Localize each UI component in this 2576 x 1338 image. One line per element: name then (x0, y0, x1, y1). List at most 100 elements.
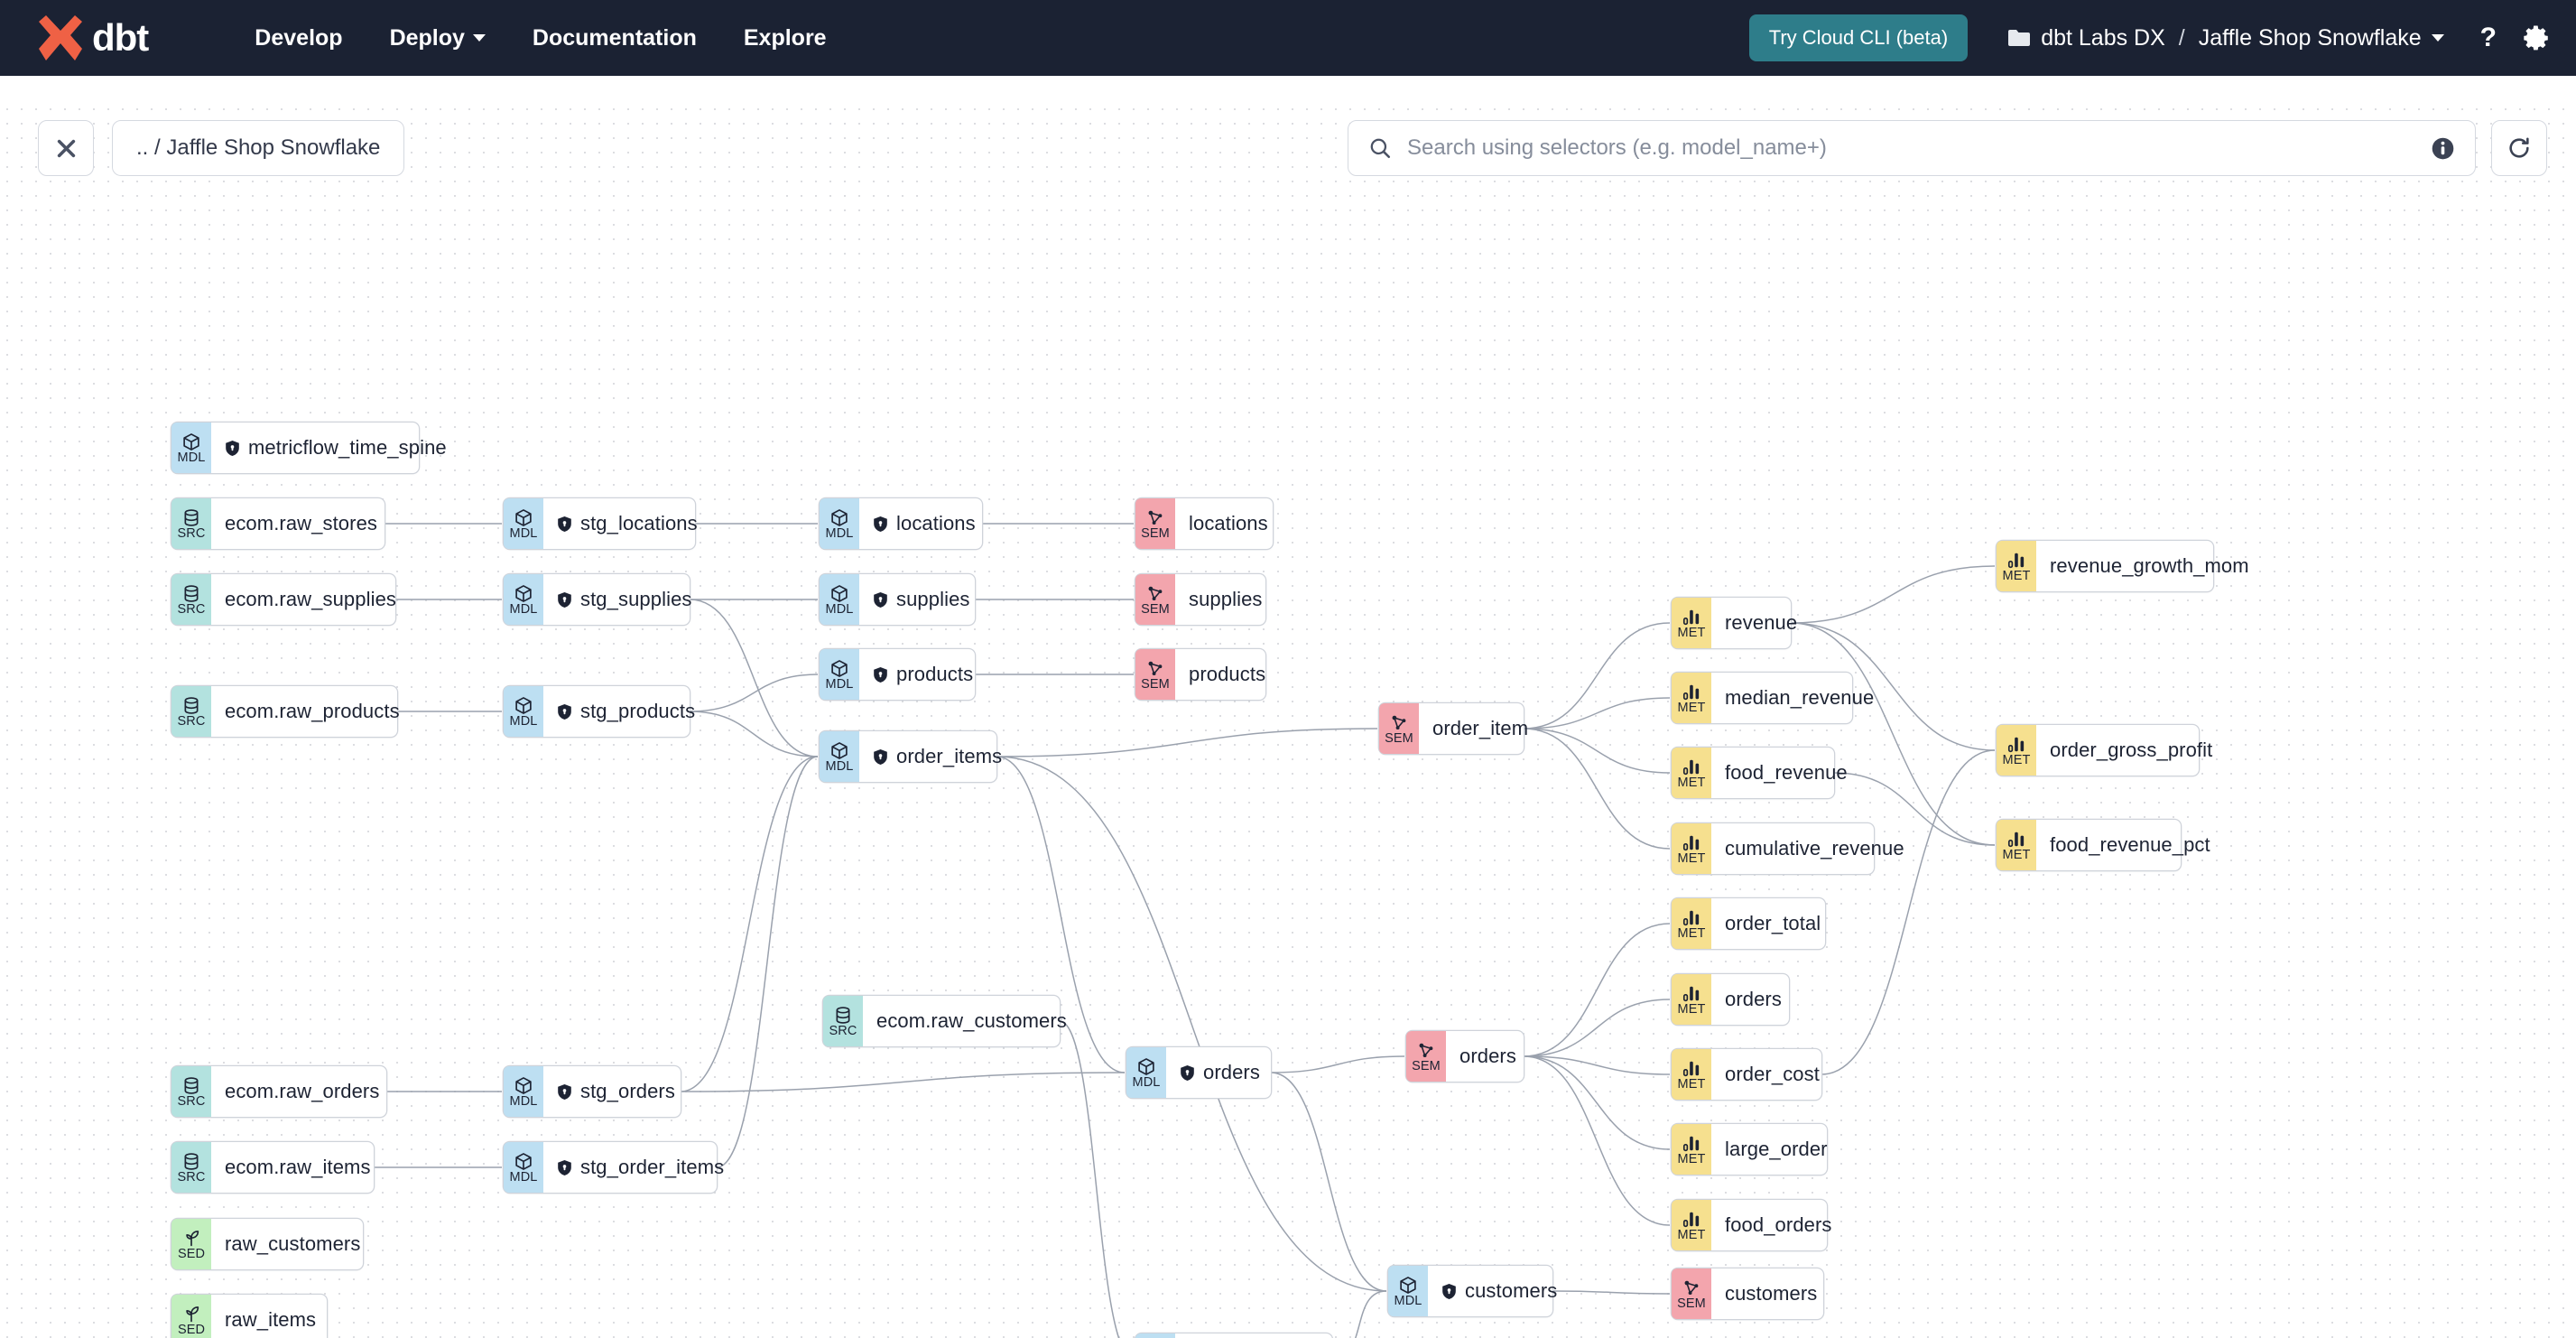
refresh-graph-button[interactable] (2491, 120, 2547, 176)
resource-type-badge-mdl: MDL (504, 574, 543, 625)
node-label: stg_order_items (580, 1156, 725, 1178)
node-body: locations (859, 498, 991, 549)
close-graph-button[interactable] (38, 120, 94, 176)
bar-chart-icon (2007, 832, 2025, 848)
node-body: order_item (1419, 703, 1543, 754)
node-label: orders (1203, 1061, 1260, 1083)
graph-nodes-icon (1684, 1280, 1699, 1296)
nav-documentation[interactable]: Documentation (509, 25, 720, 51)
selector-search-field[interactable]: Search using selectors (e.g. model_name+… (1348, 120, 2476, 176)
lineage-node-stg_order_items[interactable]: MDL stg_order_items (504, 1142, 724, 1193)
resource-type-code: MDL (825, 602, 854, 617)
search-input[interactable]: Search using selectors (e.g. model_name+… (1407, 135, 1827, 160)
lineage-node-supplies[interactable]: MDL supplies (820, 574, 975, 625)
info-circle-icon[interactable] (2431, 136, 2455, 161)
bar-chart-icon (2007, 553, 2025, 569)
lineage-node-stg_orders[interactable]: MDL stg_orders (504, 1066, 681, 1117)
nav-deploy[interactable]: Deploy (366, 25, 509, 51)
node-label: stg_locations (580, 512, 698, 534)
graph-nodes-icon (1148, 661, 1163, 676)
resource-type-code: SEM (1677, 1296, 1706, 1311)
resource-type-badge-mdl: MDL (820, 649, 859, 700)
resource-type-badge-src: SRC (171, 686, 211, 737)
lineage-edge (1523, 1055, 1671, 1226)
node-body: order_cost (1711, 1049, 1835, 1100)
node-label: order_cost (1725, 1063, 1820, 1085)
bar-chart-icon (1682, 1136, 1700, 1152)
node-body: products (1175, 649, 1281, 700)
resource-type-badge-sed: SED (171, 1219, 211, 1269)
node-body: revenue (1711, 598, 1812, 648)
try-cloud-cli-button[interactable]: Try Cloud CLI (beta) (1748, 14, 1969, 61)
resource-type-code: SED (177, 1323, 206, 1337)
lineage-node-orders_mdl[interactable]: MDL orders (1126, 1047, 1271, 1098)
lineage-node-stg_products[interactable]: MDL stg_products (504, 686, 695, 737)
node-body: ecom.raw_products (211, 686, 415, 737)
lineage-node-order_items[interactable]: MDL order_items (820, 731, 1002, 782)
resource-type-code: MET (1677, 626, 1706, 640)
resource-type-code: SEM (1141, 677, 1170, 692)
nav-develop[interactable]: Develop (231, 25, 366, 51)
dbt-logo[interactable]: dbt (34, 14, 149, 61)
help-question-icon[interactable]: ? (2479, 23, 2497, 52)
lineage-node-metricflow_time_spine[interactable]: MDL metricflow_time_spine (171, 423, 447, 473)
resource-type-badge-mdl: MDL (504, 1066, 543, 1117)
lineage-edge (996, 756, 1387, 1292)
dbt-wordmark: dbt (92, 16, 149, 59)
graph-nodes-icon (1392, 715, 1406, 730)
resource-type-badge-sem: SEM (1672, 1268, 1711, 1319)
lineage-edges (374, 523, 1996, 1338)
gear-icon[interactable] (2524, 24, 2551, 51)
node-label: order_total (1725, 912, 1821, 934)
lineage-edge (680, 756, 819, 1092)
breadcrumb-button[interactable]: .. / Jaffle Shop Snowflake (112, 120, 405, 176)
nav-explore[interactable]: Explore (720, 25, 850, 51)
lineage-node-customers_mdl[interactable]: MDL customers (1388, 1266, 1557, 1316)
lineage-node-products[interactable]: MDL products (820, 649, 975, 700)
resource-type-badge-met: MET (1672, 823, 1711, 874)
lineage-node-locations[interactable]: MDL locations (820, 498, 982, 549)
resource-type-badge-met: MET (1672, 598, 1711, 648)
project-selector[interactable]: Jaffle Shop Snowflake (2199, 25, 2444, 51)
lineage-node-stg_locations[interactable]: MDL stg_locations (504, 498, 698, 549)
bar-chart-icon (1682, 1212, 1700, 1228)
lineage-node-stg_supplies[interactable]: MDL stg_supplies (504, 574, 691, 625)
node-body: order_items (859, 731, 1017, 782)
node-body: ecom.raw_supplies (211, 574, 412, 625)
cube-icon (831, 509, 848, 526)
lineage-edge (1790, 622, 1996, 846)
resource-type-code: MDL (177, 451, 206, 465)
bar-chart-icon (1682, 684, 1700, 701)
lineage-edge (1523, 999, 1671, 1057)
lineage-node-stg_customers[interactable]: MDL stg_customers (1135, 1333, 1332, 1338)
lineage-edge (689, 599, 819, 757)
graph-nodes-icon (1148, 510, 1163, 525)
